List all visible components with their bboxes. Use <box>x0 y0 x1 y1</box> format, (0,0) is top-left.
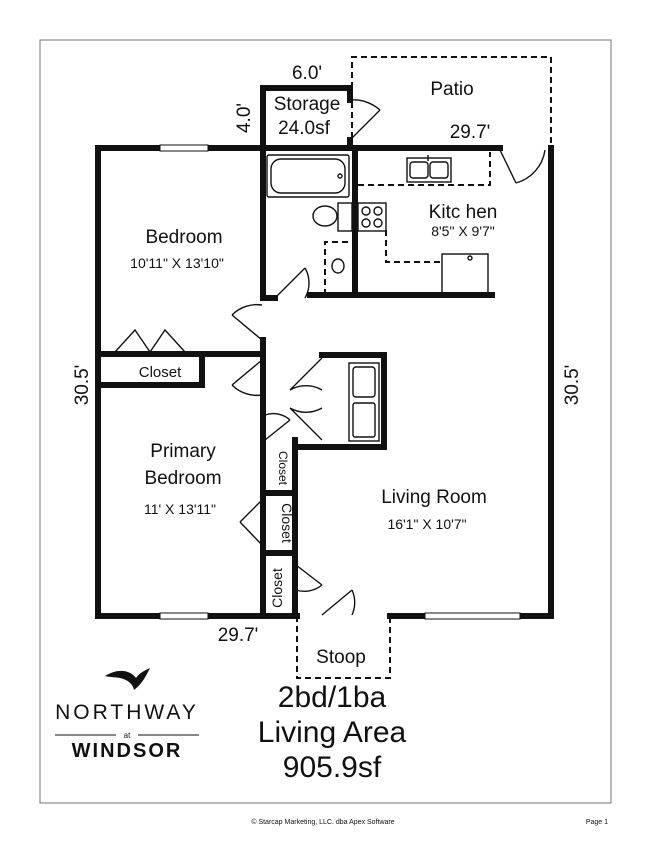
storage-area: 24.0sf <box>278 118 330 139</box>
door-swings <box>114 99 546 616</box>
closet-bedroom-label: Closet <box>139 364 182 381</box>
primary-bedroom-label-line2: Bedroom <box>144 468 221 489</box>
kitchen-fixtures <box>357 152 491 294</box>
logo-windsor: WINDSOR <box>72 740 183 762</box>
swallow-logo-icon <box>105 668 150 690</box>
patio-label: Patio <box>430 79 473 100</box>
closet-a-label: Closet <box>276 451 290 486</box>
page-border <box>39 39 612 804</box>
logo-northway: NORTHWAY <box>55 701 199 724</box>
kitchen-label: Kitc hen <box>429 202 498 223</box>
logo-at: at <box>124 731 131 740</box>
closet-c-label: Closet <box>269 568 285 608</box>
primary-bedroom-dims: 11' X 13'11" <box>144 501 216 517</box>
living-area-value: 905.9sf <box>283 751 382 784</box>
dim-storage-width: 6.0' <box>292 63 322 84</box>
beds-baths: 2bd/1ba <box>278 681 387 714</box>
dim-top-width: 29.7' <box>450 122 491 143</box>
interior-walls <box>95 145 495 619</box>
living-area-label: Living Area <box>258 716 407 749</box>
closet-b-label: Closet <box>279 503 295 543</box>
windows <box>159 144 521 620</box>
living-room-label: Living Room <box>381 487 487 508</box>
dim-storage-depth: 4.0' <box>234 103 255 133</box>
living-room-dims: 16'1" X 10'7" <box>387 516 466 532</box>
stoop-outline <box>296 616 391 679</box>
primary-bedroom-label-line1: Primary <box>150 441 216 462</box>
dim-bottom-width: 29.7' <box>218 625 259 646</box>
bedroom-dims: 10'11" X 13'10" <box>130 255 224 271</box>
footer-page: Page 1 <box>586 819 608 826</box>
stoop-label: Stoop <box>316 647 366 668</box>
kitchen-dims: 8'5" X 9'7" <box>431 223 495 239</box>
dim-right-height: 30.5' <box>562 365 583 406</box>
storage-label: Storage <box>274 94 341 115</box>
bedroom-label: Bedroom <box>145 227 222 248</box>
laundry-fixture <box>348 362 380 442</box>
footer-copyright: © Starcap Marketing, LLC. dba Apex Softw… <box>251 818 394 826</box>
dim-left-height: 30.5' <box>72 365 93 406</box>
bathroom-fixtures <box>261 154 353 295</box>
